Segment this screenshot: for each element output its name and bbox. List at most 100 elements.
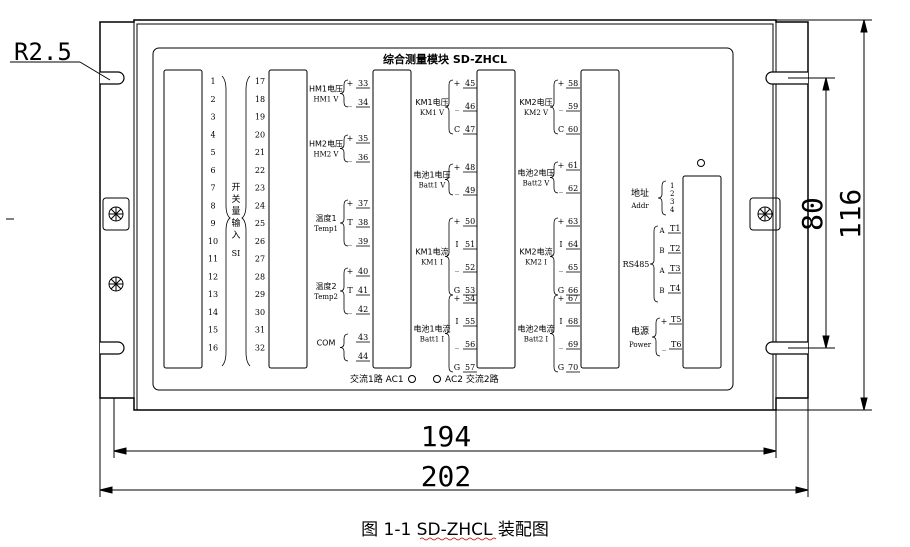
- terminal-number: 8: [210, 201, 215, 210]
- pin-number: 58: [568, 79, 578, 88]
- rs485-pin: T3: [670, 264, 680, 273]
- addr-pin: 3: [670, 198, 674, 206]
- pin-number: 57: [465, 363, 475, 372]
- addr-pin: 1: [670, 182, 674, 190]
- group-label-cn: KM2电流: [519, 247, 552, 257]
- terminal-number: 22: [255, 166, 265, 175]
- group-label-cn: HM1电压: [309, 84, 343, 94]
- terminal-number: 13: [208, 290, 218, 299]
- pin-sign: +: [454, 294, 461, 303]
- pin-number: 70: [568, 363, 578, 372]
- pin-sign: +: [347, 134, 354, 143]
- indicator-led: [697, 159, 705, 167]
- brace: [339, 79, 349, 108]
- pin-number: 55: [465, 317, 475, 326]
- brace: [444, 79, 454, 135]
- group-label-en: Batt1 V: [419, 182, 447, 190]
- pin-sign: _: [455, 340, 459, 349]
- terminal-number: 15: [208, 326, 218, 335]
- pin-number: 66: [568, 286, 578, 295]
- pin-number: 69: [568, 340, 578, 349]
- pin-number: 40: [358, 267, 368, 276]
- terminal-number: 19: [255, 113, 265, 122]
- pin-sign: I: [559, 317, 562, 326]
- rs485-sign: A: [658, 267, 665, 275]
- pin-number: 33: [358, 79, 368, 88]
- pin-sign: +: [454, 79, 461, 88]
- pin-sign: _: [559, 102, 563, 111]
- pin-number: 38: [358, 218, 368, 227]
- mounting-slots-left: [100, 71, 125, 355]
- terminal-number: 27: [255, 255, 265, 264]
- brace: [339, 333, 349, 362]
- outer-width-dimension: 202: [421, 460, 472, 493]
- pin-number: 63: [568, 217, 578, 226]
- group-label-cn: 电池1电流: [413, 324, 450, 334]
- module-panel: [152, 47, 734, 391]
- terminal-number: 5: [210, 148, 215, 157]
- addr-pin: 4: [670, 206, 675, 214]
- brace: [549, 161, 559, 194]
- pin-number: 45: [465, 79, 475, 88]
- pin-number: 35: [358, 134, 368, 143]
- pin-sign: G: [454, 363, 460, 372]
- caption-underline: [419, 537, 497, 541]
- radius-dimension: R2.5: [14, 38, 72, 66]
- pin-number: 44: [358, 352, 368, 361]
- pin-sign: G: [558, 286, 564, 295]
- pin-sign: _: [348, 305, 352, 314]
- pin-number: 60: [568, 125, 578, 134]
- power-sign: _: [662, 342, 666, 351]
- addr-label-cn: 地址: [631, 187, 649, 199]
- group-label-cn: 电池2电流: [517, 324, 554, 334]
- pin-sign: +: [347, 79, 354, 88]
- brace: [657, 180, 667, 216]
- pin-number: 65: [568, 263, 578, 272]
- pin-sign: I: [559, 240, 562, 249]
- brace: [444, 163, 454, 196]
- ac1-connector-icon: [408, 375, 416, 383]
- group-label-en: KM1 V: [420, 109, 445, 117]
- pin-number: 46: [465, 102, 475, 111]
- group-label-en: Batt2 V: [523, 180, 551, 188]
- pin-sign: _: [455, 186, 459, 195]
- pin-number: 36: [358, 153, 368, 162]
- pin-number: 68: [568, 317, 578, 326]
- pin-sign: T: [347, 286, 353, 295]
- rs485-pin: T1: [670, 224, 680, 233]
- terminal-blocks: [163, 69, 722, 369]
- pin-number: 34: [358, 98, 368, 107]
- terminal-number: 6: [210, 166, 215, 175]
- switch-input-code: SI: [232, 249, 241, 258]
- group-label-cn: 电池1电压: [413, 170, 450, 180]
- pin-number: 51: [465, 240, 475, 249]
- terminal-number: 3: [210, 113, 215, 122]
- pin-number: 41: [358, 286, 368, 295]
- terminal-number: 29: [255, 290, 265, 299]
- terminal-number: 11: [208, 255, 218, 264]
- brace: [339, 134, 349, 163]
- group-label-cn: 温度2: [315, 281, 336, 291]
- terminal-number: 20: [255, 130, 265, 139]
- group-label-en: Batt1 I: [420, 336, 445, 344]
- rs485-label: RS485: [623, 260, 650, 269]
- terminal-number: 7: [210, 184, 215, 193]
- screw-icon: [102, 197, 781, 292]
- terminal-number: 24: [255, 201, 265, 210]
- terminal-number: 28: [255, 272, 265, 281]
- ac1-label: 交流1路 AC1: [350, 373, 404, 385]
- group-label-cn: KM2电压: [519, 97, 552, 107]
- pin-sign: +: [558, 217, 565, 226]
- pin-number: 50: [465, 217, 475, 226]
- power-pin: T6: [671, 340, 681, 349]
- group-label-en: HM2 V: [313, 151, 339, 159]
- pin-sign: _: [559, 184, 563, 193]
- pin-sign: +: [558, 161, 565, 170]
- pin-number: 37: [358, 199, 368, 208]
- power-label-en: Power: [629, 341, 652, 349]
- pin-number: 56: [465, 340, 475, 349]
- dimension-lines: [6, 19, 872, 497]
